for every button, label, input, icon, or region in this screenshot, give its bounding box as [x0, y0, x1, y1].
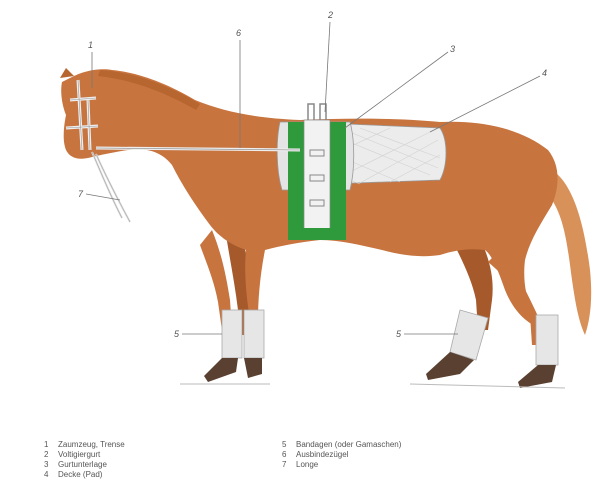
- surcingle-handle-left: [308, 104, 314, 120]
- leader-3: [345, 52, 448, 128]
- horse-ear: [60, 68, 74, 78]
- legend-number: 6: [282, 450, 296, 460]
- legend-number: 5: [282, 440, 296, 450]
- hoof-hind-near: [518, 365, 556, 388]
- leader-4: [430, 76, 540, 132]
- callout-7: 7: [78, 189, 84, 199]
- legend-number: 3: [44, 460, 58, 470]
- callout-3: 3: [450, 44, 455, 54]
- surcingle-right: [330, 122, 346, 240]
- ground-hind: [410, 384, 565, 388]
- callout-5-front: 5: [174, 329, 180, 339]
- callout-4: 4: [542, 68, 547, 78]
- callout-5-hind: 5: [396, 329, 402, 339]
- legend-number: 2: [44, 450, 58, 460]
- surcingle-belly: [288, 228, 346, 240]
- callout-6: 6: [236, 28, 241, 38]
- bandage-front-far: [244, 310, 264, 358]
- bandage-hind-far: [450, 310, 488, 360]
- legend-text: Zaumzeug, Trense: [58, 440, 125, 449]
- legend-text: Bandagen (oder Gamaschen): [296, 440, 401, 449]
- horse-tail: [552, 170, 591, 335]
- bandage-front-near: [222, 310, 242, 358]
- legend-number: 7: [282, 460, 296, 470]
- legend-text: Ausbindezügel: [296, 450, 348, 459]
- legend-number: 4: [44, 470, 58, 480]
- hoof-front-near: [204, 358, 238, 382]
- callout-1: 1: [88, 40, 93, 50]
- bandage-hind-near: [536, 315, 558, 365]
- surcingle-left: [288, 122, 304, 240]
- legend-text: Longe: [296, 460, 318, 469]
- callout-2: 2: [327, 10, 333, 20]
- leader-2: [325, 22, 330, 112]
- legend-text: Gurtunterlage: [58, 460, 107, 469]
- legend-number: 1: [44, 440, 58, 450]
- legend-text: Voltigiergurt: [58, 450, 100, 459]
- legend-text: Decke (Pad): [58, 470, 102, 479]
- hoof-front-far: [244, 358, 262, 378]
